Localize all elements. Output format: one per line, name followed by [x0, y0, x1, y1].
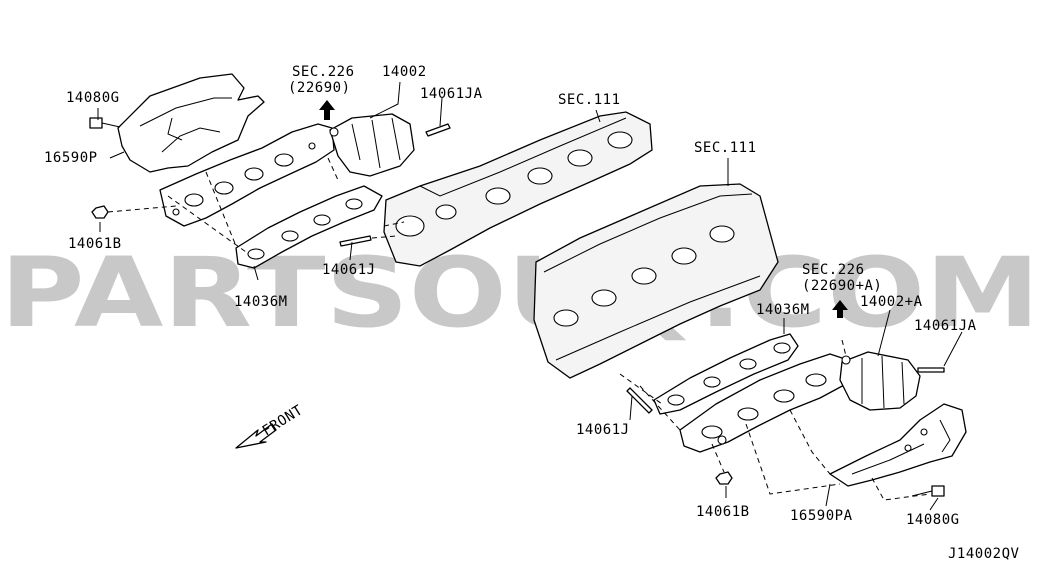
label-22690-top: (22690)	[288, 80, 351, 96]
catalytic-converter-14002a	[839, 351, 921, 411]
bolt-14080g-bottom	[911, 485, 945, 497]
label-14036m-bottom: 14036M	[756, 302, 810, 318]
nut-14061b-bottom	[715, 471, 733, 485]
label-16590p: 16590P	[44, 150, 98, 166]
label-16590pa: 16590PA	[790, 508, 853, 524]
stud-14061ja-top	[425, 123, 451, 137]
leader-lines	[97, 81, 963, 511]
exhaust-manifold-left	[159, 123, 335, 227]
label-sec226-bottom: SEC.226	[802, 262, 865, 278]
stud-14061ja-bottom	[917, 367, 945, 373]
arrow-sec226-bottom	[832, 300, 848, 318]
label-22690a-bottom: (22690+A)	[802, 278, 882, 294]
label-sec226-top: SEC.226	[292, 64, 355, 80]
stud-14061j-bottom	[626, 387, 653, 414]
dashed-alignment-lines	[107, 157, 931, 501]
label-14002: 14002	[382, 64, 427, 80]
cylinder-head-left	[383, 111, 653, 267]
label-14061b-top: 14061B	[68, 236, 122, 252]
label-sec111-right: SEC.111	[694, 140, 757, 156]
diagram-id: J14002QV	[948, 546, 1020, 562]
label-14061b-bottom: 14061B	[696, 504, 750, 520]
watermark: PARTSOUQ.COM	[0, 237, 1040, 349]
label-14080g-top: 14080G	[66, 90, 120, 106]
label-14002a: 14002+A	[860, 294, 923, 310]
label-14061j-top: 14061J	[322, 262, 376, 278]
label-14036m-top: 14036M	[234, 294, 288, 310]
gasket-14036m-bottom	[653, 333, 799, 415]
stud-14061j-top	[339, 235, 372, 247]
label-14061ja-top: 14061JA	[420, 86, 483, 102]
arrow-sec226-top	[319, 100, 335, 120]
gasket-14036m-top	[235, 185, 383, 269]
heat-shield-left	[117, 73, 265, 173]
front-arrow	[235, 423, 277, 449]
bolt-14080g-top	[89, 117, 121, 129]
label-14061ja-bottom: 14061JA	[914, 318, 977, 334]
heat-shield-right	[829, 403, 967, 487]
nut-14061b-top	[91, 205, 109, 219]
label-front: FRONT	[260, 402, 306, 439]
label-14080g-bottom: 14080G	[906, 512, 960, 528]
exhaust-manifold-right	[679, 353, 849, 453]
cylinder-head-right	[533, 183, 779, 379]
label-sec111-left: SEC.111	[558, 92, 621, 108]
catalytic-converter-14002	[329, 113, 415, 177]
label-14061j-bottom: 14061J	[576, 422, 630, 438]
